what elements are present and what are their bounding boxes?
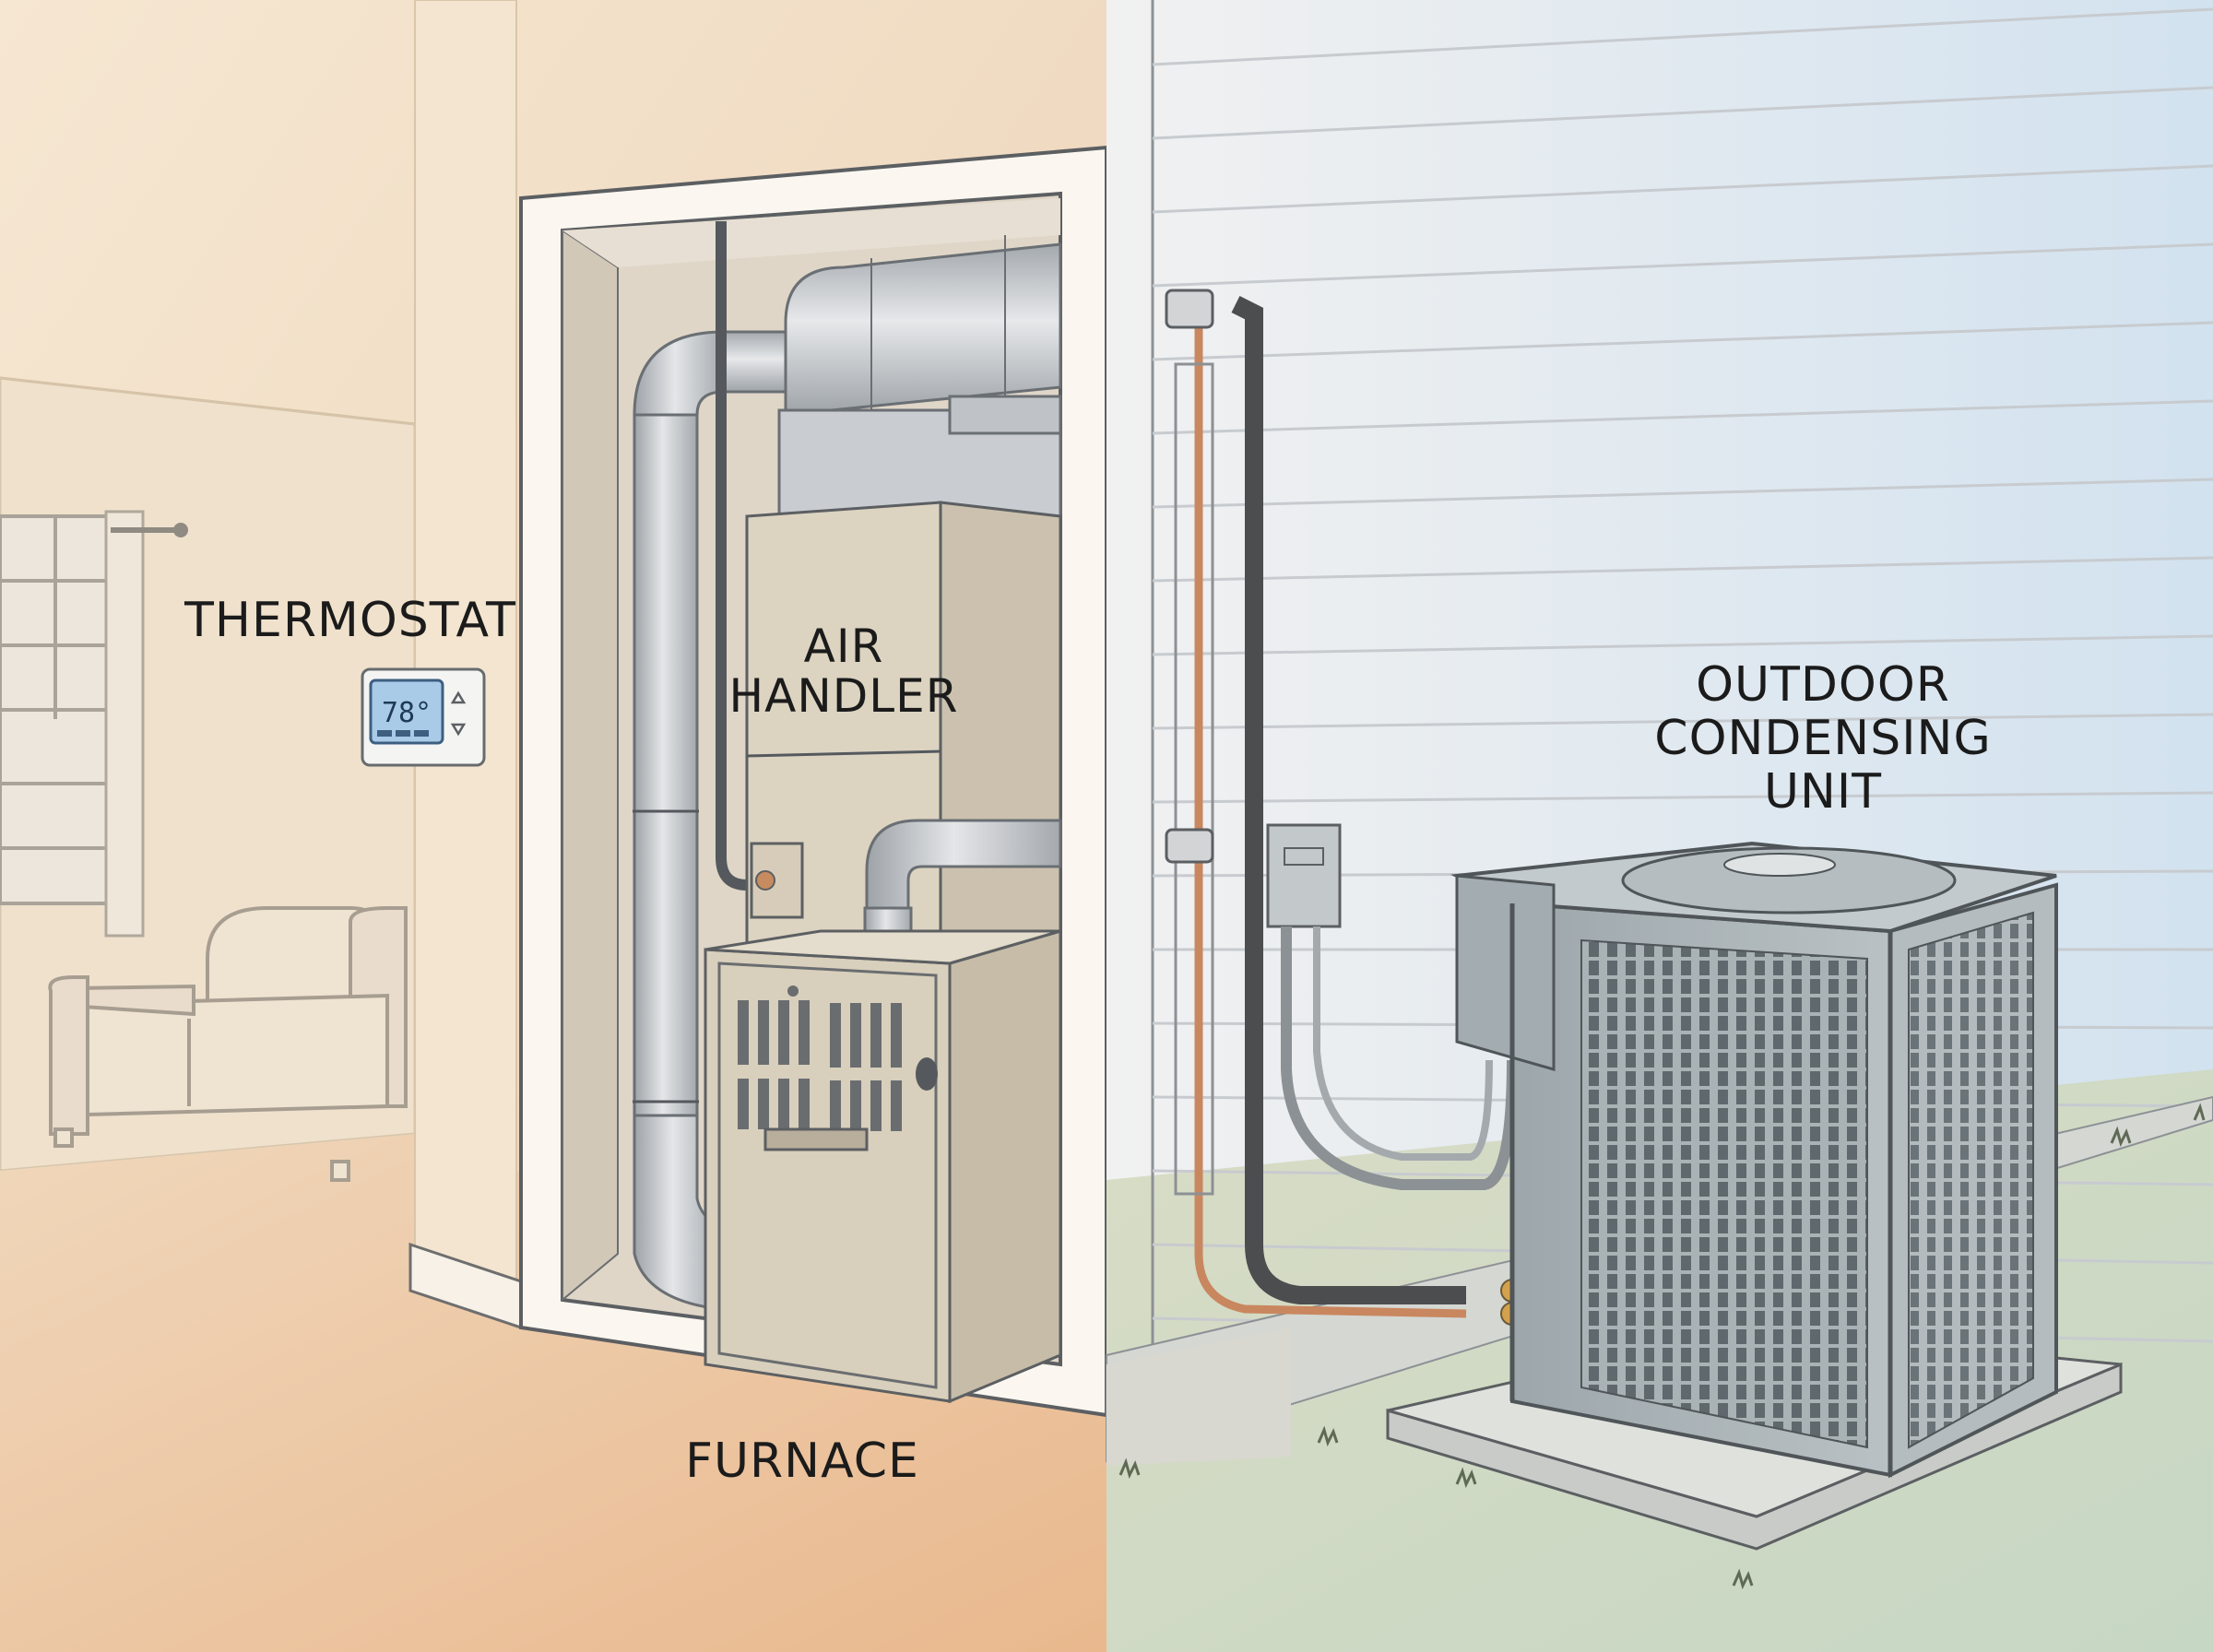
label-outdoor-line1: OUTDOOR: [1696, 657, 1950, 713]
couch: [48, 906, 408, 1182]
label-furnace: FURNACE: [685, 1434, 919, 1489]
furnace: [704, 929, 1062, 1404]
label-thermostat: THERMOSTAT: [183, 593, 516, 648]
refrigerant-lines: [1165, 289, 1524, 1326]
interior-wall: [408, 0, 523, 1330]
label-outdoor-line3: UNIT: [1764, 764, 1882, 820]
window: [0, 510, 188, 938]
outdoor-condensing-unit: [1450, 841, 2058, 1479]
thermostat-screen: [369, 678, 444, 745]
disconnect-box: [1266, 823, 1518, 1190]
label-outdoor-line2: CONDENSING: [1654, 711, 1991, 766]
label-air-handler-line2: HANDLER: [729, 669, 959, 723]
triangle-down-icon[interactable]: [450, 723, 467, 737]
label-air-handler-line1: AIR: [804, 620, 884, 673]
thermostat-temperature: 78°: [382, 697, 432, 729]
vent-pipe: [633, 330, 818, 1311]
triangle-up-icon[interactable]: [450, 690, 467, 704]
supply-plenum: [777, 235, 1062, 518]
grass-tufts: [1118, 1103, 2206, 1590]
thermostat: 78°: [361, 667, 486, 767]
